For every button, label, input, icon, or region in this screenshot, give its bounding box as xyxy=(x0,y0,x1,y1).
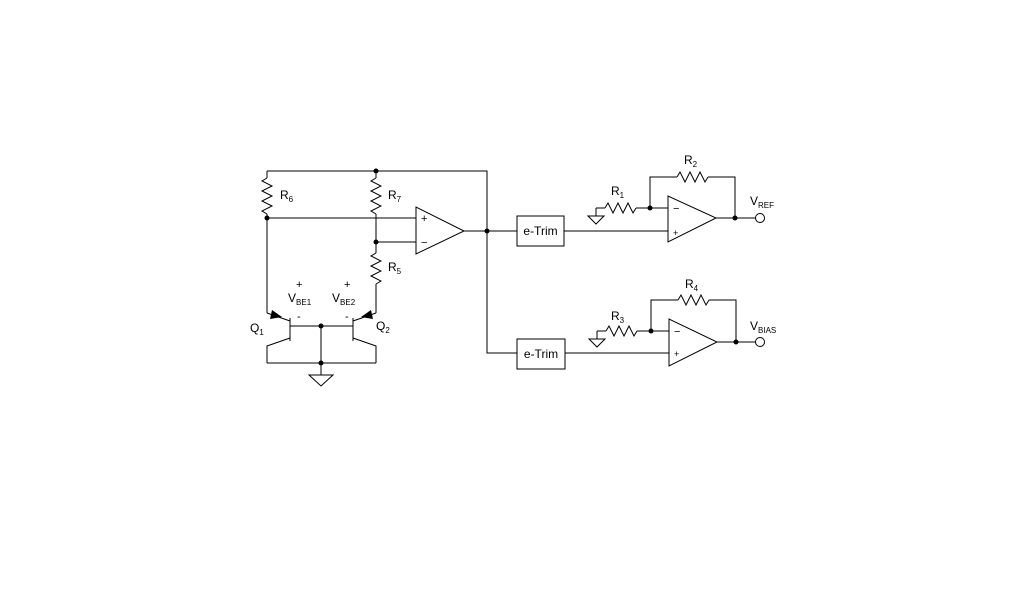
r4-resistor xyxy=(677,293,710,307)
r4-label: R4 xyxy=(685,277,699,293)
r3-label: R3 xyxy=(611,309,625,325)
q1-emitter-arrow xyxy=(270,310,282,319)
opamp-vref xyxy=(667,195,718,243)
top-rail-wire xyxy=(267,170,488,231)
r7-resistor xyxy=(369,177,383,215)
opamp-vref-minus-sign: − xyxy=(673,203,679,215)
vbe1-label: VBE1 xyxy=(288,291,312,307)
etrim-bottom-label: e-Trim xyxy=(524,347,558,361)
q1-label: Q1 xyxy=(250,321,264,337)
vbias-label: VBIAS xyxy=(750,319,776,335)
r4-feedback-left xyxy=(650,299,678,331)
vbe2-label: VBE2 xyxy=(332,291,356,307)
r2-feedback-right xyxy=(708,176,736,218)
opamp-vbias-plus-sign: + xyxy=(674,349,679,359)
etrim-bottom-block xyxy=(516,338,566,370)
junction-dot xyxy=(733,339,739,345)
r2-feedback-left xyxy=(649,176,677,208)
vbe2-plus-sign: + xyxy=(344,279,350,291)
vref-label: VREF xyxy=(750,194,774,210)
r5-resistor xyxy=(369,252,383,285)
ground-symbol xyxy=(587,338,607,348)
q2-collector-leg xyxy=(352,337,377,363)
vref-terminal xyxy=(755,213,765,223)
vbe2-minus-sign: - xyxy=(345,311,349,323)
ground-symbol xyxy=(307,374,335,387)
r3-resistor xyxy=(605,324,638,338)
q2-label: Q2 xyxy=(376,319,390,335)
r4-feedback-right xyxy=(709,299,737,342)
vbias-terminal xyxy=(755,337,765,347)
opamp-vbias-minus-sign: − xyxy=(674,326,680,338)
r7-label: R7 xyxy=(388,188,402,204)
r2-label: R2 xyxy=(684,153,698,169)
bias-branch-wire xyxy=(486,231,517,354)
junction-dot xyxy=(732,215,738,221)
opamp-vref-plus-sign: + xyxy=(673,228,678,238)
opamp-core-plus-sign: + xyxy=(421,213,427,225)
r1-label: R1 xyxy=(611,184,625,200)
r6-resistor xyxy=(260,177,274,215)
ground-symbol xyxy=(586,215,606,225)
r5-label: R5 xyxy=(388,260,402,276)
opamp-core xyxy=(415,206,466,255)
opamp-vbias xyxy=(668,318,719,367)
r1-resistor xyxy=(604,201,637,215)
junction-dot xyxy=(318,360,324,366)
r2-resistor xyxy=(676,170,709,184)
r6-label: R6 xyxy=(280,188,294,204)
etrim-top-label: e-Trim xyxy=(523,224,557,238)
opamp-core-minus-sign: − xyxy=(421,237,427,249)
vbe1-plus-sign: + xyxy=(296,279,302,291)
q1-collector-leg xyxy=(266,337,291,363)
vbe1-minus-sign: - xyxy=(297,311,301,323)
q2-emitter-arrow xyxy=(361,310,373,319)
